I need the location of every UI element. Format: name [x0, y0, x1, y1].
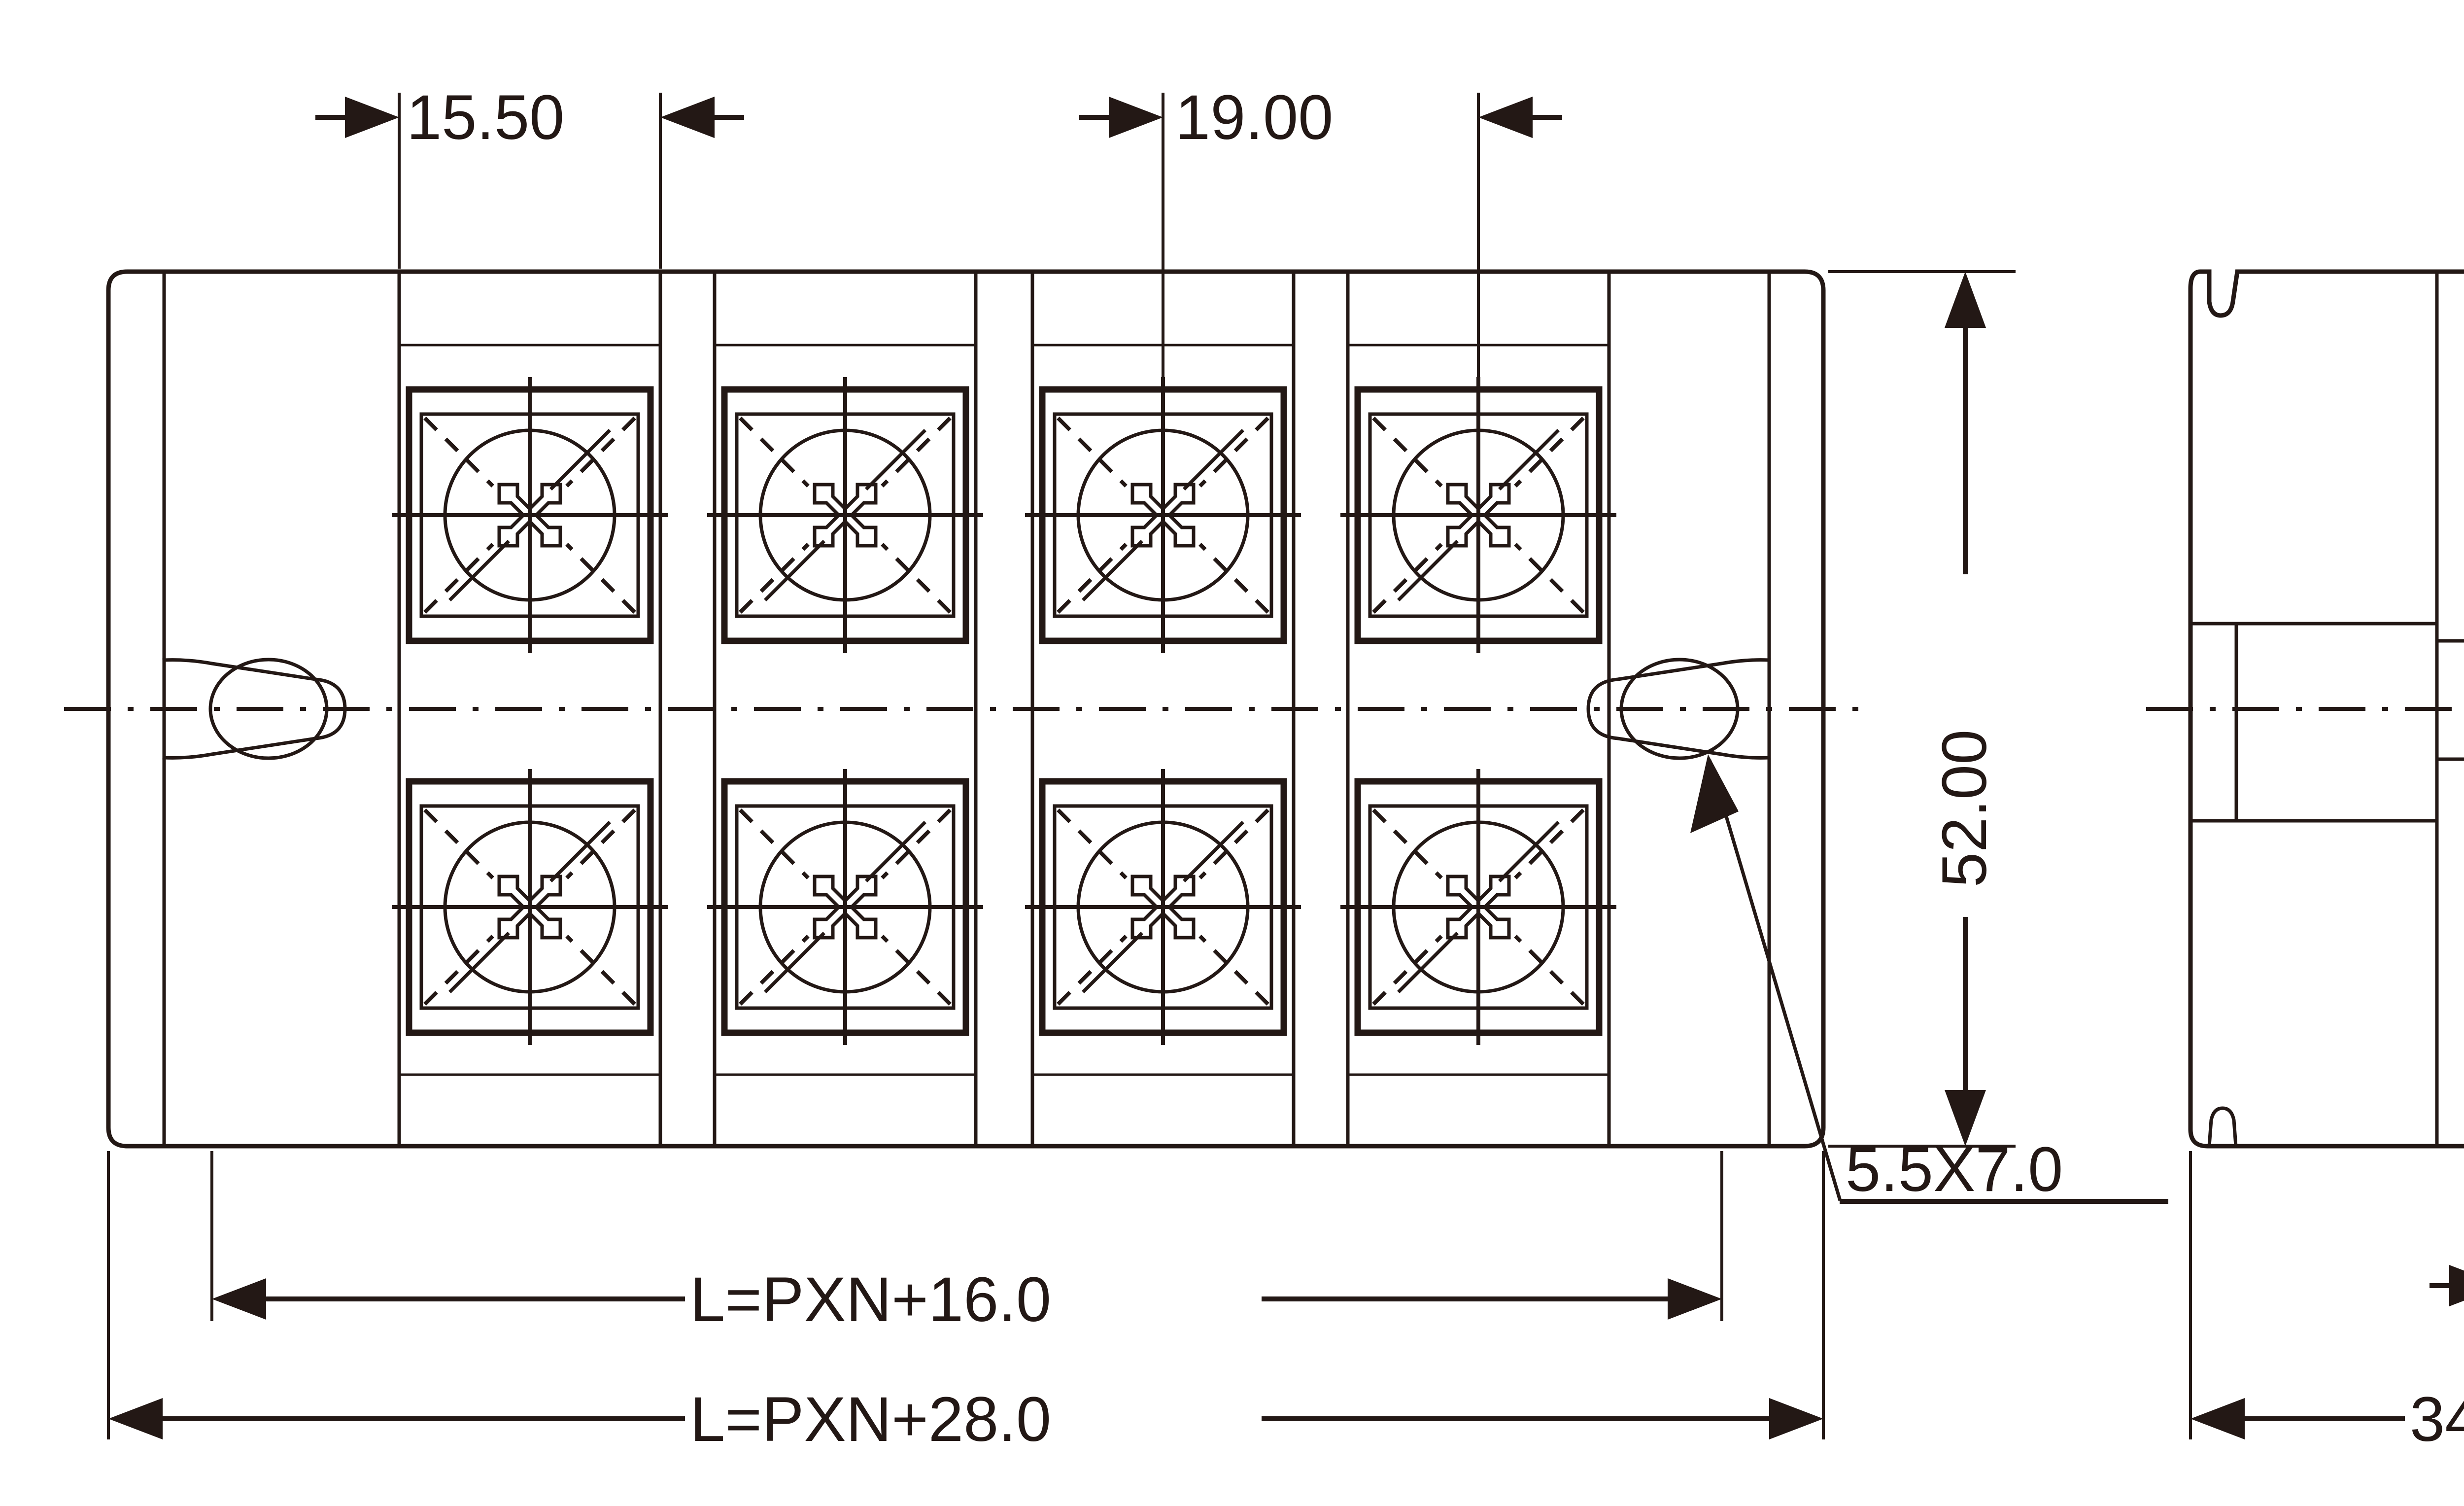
dim-15-50-label: 15.50: [407, 82, 564, 153]
dim-15-50: 15.50: [315, 82, 744, 269]
screw-driver-trace: [1397, 429, 1560, 601]
arrow-head-left: [2190, 1398, 2245, 1439]
phillips-cross-slot: [497, 875, 562, 940]
screw-driver-trace: [764, 429, 926, 601]
pole-barrier-1: [397, 270, 662, 1148]
leader-line: [1708, 759, 1842, 1201]
screw-driver-trace: [1082, 429, 1244, 601]
arrow-head-left: [345, 97, 399, 138]
side-tab-inner: [2435, 639, 2464, 761]
screw-driver-trace: [764, 821, 926, 993]
arrow-head-bottom: [1945, 1090, 1986, 1146]
side-bottom-notch: [2207, 1106, 2238, 1148]
dim-5-5x7-0-label: 5.5X7.0: [1846, 1134, 2063, 1205]
screw-terminal-r2c2[interactable]: [707, 769, 983, 1045]
phillips-cross-slot: [1446, 483, 1511, 548]
dim-5-5x7-0: 5.5X7.0: [1690, 754, 2168, 1205]
screw-terminal-r2c1[interactable]: [392, 769, 668, 1045]
phillips-cross-slot: [1130, 483, 1196, 548]
pole-barrier-2: [713, 270, 978, 1148]
side-mounting-foot: [2189, 622, 2464, 823]
screw-terminal-r2c4[interactable]: [1340, 769, 1616, 1045]
arrow-head-left: [2449, 1265, 2464, 1306]
arrow-head-left: [108, 1398, 163, 1439]
screw-driver-trace: [448, 821, 611, 993]
arrow-head-right: [1668, 1278, 1722, 1320]
dim-52-00-label: 52.00: [1929, 730, 2000, 887]
front-body-outline: [106, 269, 1826, 1149]
arrow-head-right: [1478, 97, 1533, 138]
dim-34-00: 34.00: [2189, 1151, 2464, 1455]
phillips-cross-slot: [497, 483, 562, 548]
side-view: [2146, 269, 2464, 1149]
screw-terminal-r1c1[interactable]: [392, 377, 668, 653]
arrow-head-left: [1109, 97, 1163, 138]
dim-l-pxn-16-label: L=PXN+16.0: [690, 1264, 1051, 1335]
arrow-head-top: [1945, 272, 1986, 328]
screw-driver-trace: [1082, 821, 1244, 993]
dim-15-00: 15.00: [2430, 1265, 2464, 1306]
front-pole-1: [397, 270, 662, 1148]
dim-19-00-label: 19.00: [1175, 82, 1333, 153]
dim-19-00: 19.00: [1079, 82, 1562, 513]
leader-arrow-head: [1690, 754, 1739, 833]
phillips-cross-slot: [813, 483, 878, 548]
dim-l-pxn-28: L=PXN+28.0: [107, 1151, 1825, 1455]
screw-driver-trace: [448, 429, 611, 601]
arrow-head-right: [660, 97, 715, 138]
dim-l-pxn-16: L=PXN+16.0: [210, 1151, 1723, 1335]
screw-terminal-r1c2[interactable]: [707, 377, 983, 653]
front-right-slot-pocket: [1586, 658, 1771, 760]
screw-terminal-r2c3[interactable]: [1025, 769, 1301, 1045]
arrow-head-left: [212, 1278, 266, 1320]
dim-52-00: 52.00: [1828, 270, 2016, 1148]
front-pole-cells: [397, 270, 1611, 1148]
dim-l-pxn-28-label: L=PXN+28.0: [690, 1384, 1051, 1455]
side-body-outline: [2188, 269, 2464, 1149]
phillips-cross-slot: [1130, 875, 1196, 940]
arrow-head-right: [1769, 1398, 1823, 1439]
dim-34-00-label: 34.00: [2410, 1384, 2464, 1455]
phillips-cross-slot: [1446, 875, 1511, 940]
screw-driver-trace: [1397, 821, 1560, 993]
phillips-cross-slot: [813, 875, 878, 940]
dimension-annotations: 15.50 19.00 52.00 5.5X7.0: [107, 82, 2464, 1455]
front-pole-2: [713, 270, 978, 1148]
